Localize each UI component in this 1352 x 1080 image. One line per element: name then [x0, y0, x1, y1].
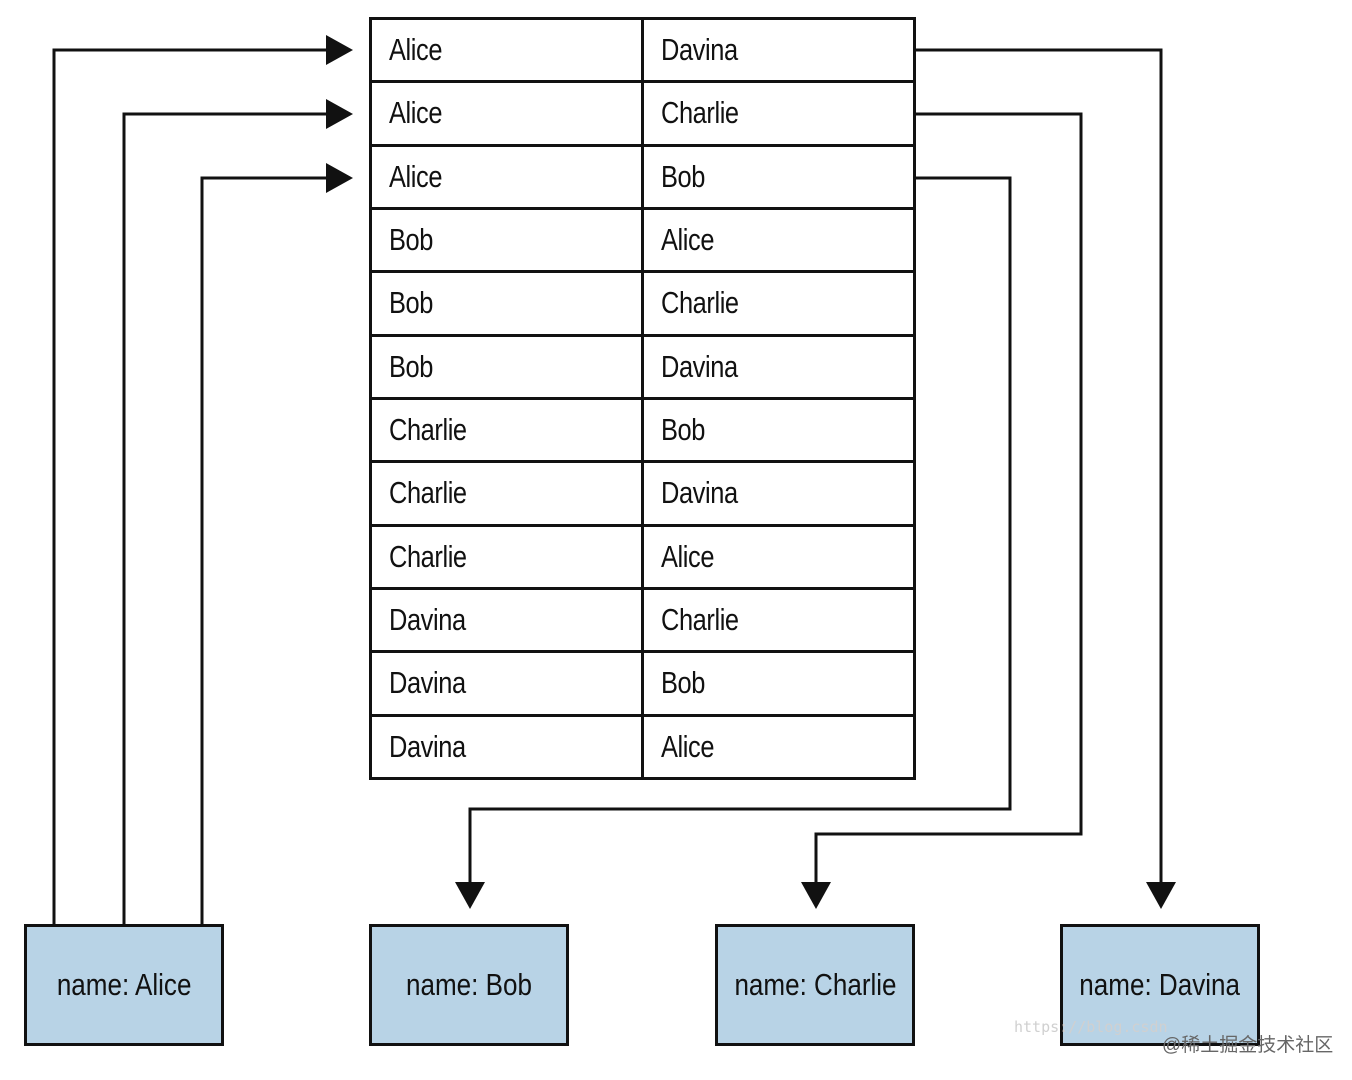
table-row: Alice Charlie	[369, 80, 916, 147]
table-cell-text: Bob	[389, 222, 434, 258]
table-cell-text: Charlie	[661, 95, 739, 131]
table-row: Davina Alice	[369, 713, 916, 781]
connector-row-3-bob	[455, 176, 1012, 909]
table-cell-from: Bob	[369, 206, 644, 274]
table-cell-text: Davina	[389, 728, 466, 764]
table-cell-text: Davina	[389, 602, 466, 638]
table-cell-from: Bob	[369, 270, 644, 337]
table-cell-text: Alice	[389, 158, 443, 194]
table-cell-text: Alice	[661, 728, 715, 764]
table-cell-text: Davina	[389, 665, 466, 701]
table-row: Charlie Alice	[369, 523, 916, 590]
table-cell-text: Bob	[389, 348, 434, 384]
table-cell-to: Bob	[641, 143, 916, 210]
table-cell-text: Alice	[661, 222, 715, 258]
table-row: Charlie Davina	[369, 460, 916, 527]
table-row: Davina Charlie	[369, 586, 916, 654]
table-row: Charlie Bob	[369, 396, 916, 464]
connector-row-1-davina	[916, 48, 1176, 909]
table-row: Alice Bob	[369, 143, 916, 210]
node-alice: name: Alice	[24, 924, 224, 1046]
table-row: Davina Bob	[369, 650, 916, 717]
table-cell-text: Charlie	[661, 285, 739, 321]
table-cell-text: Charlie	[389, 538, 467, 574]
node-charlie: name: Charlie	[715, 924, 915, 1046]
table-cell-from: Charlie	[369, 460, 644, 527]
table-cell-to: Bob	[641, 650, 916, 717]
table-cell-from: Davina	[369, 650, 644, 717]
table-row: Bob Davina	[369, 333, 916, 400]
table-cell-text: Bob	[661, 412, 706, 448]
table-cell-from: Davina	[369, 713, 644, 781]
table-cell-text: Davina	[661, 475, 738, 511]
table-cell-to: Davina	[641, 16, 916, 84]
table-cell-from: Alice	[369, 143, 644, 210]
table-cell-to: Charlie	[641, 586, 916, 654]
table-cell-to: Alice	[641, 523, 916, 590]
table-cell-from: Davina	[369, 586, 644, 654]
table-cell-text: Bob	[661, 665, 706, 701]
node-alice-label: name: Alice	[56, 967, 192, 1002]
connector-alice-row-1	[52, 35, 353, 924]
connector-alice-row-2	[122, 99, 353, 924]
table-cell-text: Alice	[661, 538, 715, 574]
table-cell-to: Bob	[641, 396, 916, 464]
table-cell-text: Alice	[389, 32, 443, 68]
node-davina-label: name: Davina	[1079, 967, 1241, 1002]
table-row: Alice Davina	[369, 16, 916, 84]
table-cell-text: Charlie	[661, 602, 739, 638]
node-bob: name: Bob	[369, 924, 569, 1046]
table-cell-text: Davina	[661, 348, 738, 384]
watermark-credit: @稀土掘金技术社区	[1162, 1035, 1334, 1056]
table-cell-text: Alice	[389, 95, 443, 131]
table-cell-from: Charlie	[369, 396, 644, 464]
watermark-url: https://blog.csdn	[1014, 1018, 1168, 1036]
table-row: Bob Alice	[369, 206, 916, 274]
table-cell-from: Alice	[369, 16, 644, 84]
table-cell-from: Charlie	[369, 523, 644, 590]
node-charlie-label: name: Charlie	[733, 967, 897, 1002]
table-cell-to: Alice	[641, 713, 916, 781]
table-cell-text: Davina	[661, 32, 738, 68]
table-row: Bob Charlie	[369, 270, 916, 337]
table-cell-to: Charlie	[641, 80, 916, 147]
table-cell-text: Bob	[389, 285, 434, 321]
table-cell-from: Alice	[369, 80, 644, 147]
table-cell-to: Alice	[641, 206, 916, 274]
table-cell-text: Bob	[661, 158, 706, 194]
connector-alice-row-3	[200, 163, 353, 924]
table-cell-text: Charlie	[389, 412, 467, 448]
table-cell-from: Bob	[369, 333, 644, 400]
table-cell-to: Davina	[641, 333, 916, 400]
connector-row-2-charlie	[801, 112, 1083, 909]
node-davina: name: Davina	[1060, 924, 1260, 1046]
table-cell-to: Charlie	[641, 270, 916, 337]
table-cell-text: Charlie	[389, 475, 467, 511]
node-bob-label: name: Bob	[406, 967, 532, 1002]
table-cell-to: Davina	[641, 460, 916, 527]
